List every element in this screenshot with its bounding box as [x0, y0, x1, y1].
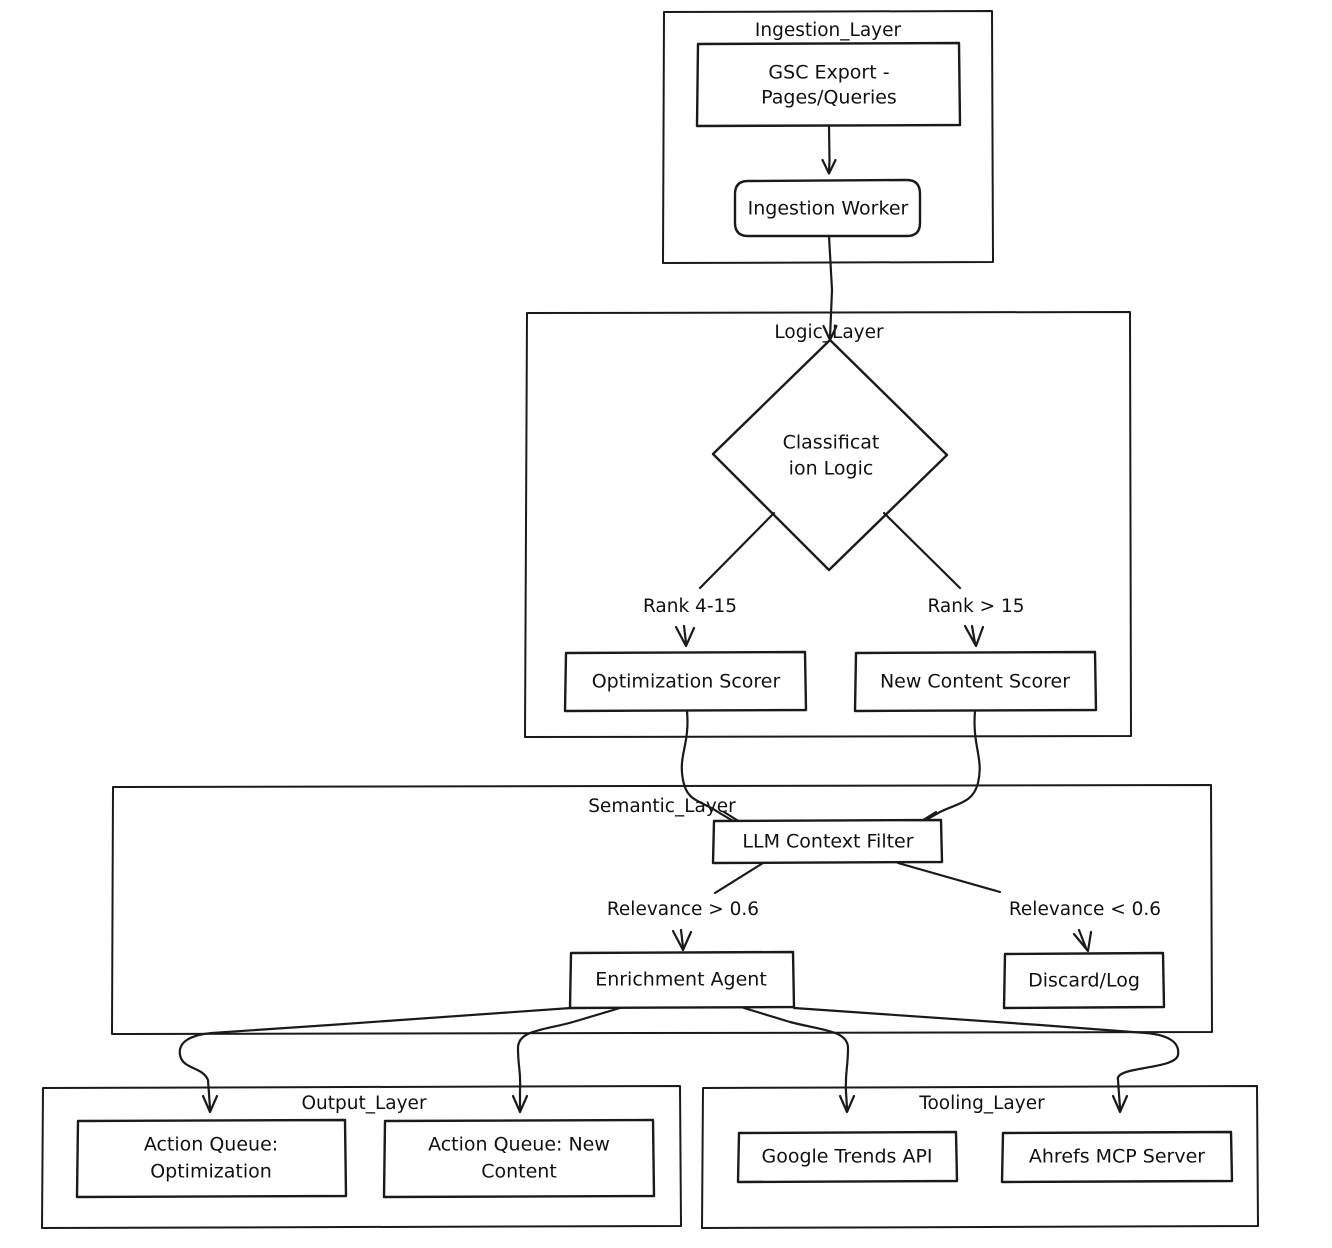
node-classification-logic-diamond[interactable]	[711, 338, 949, 572]
edge-classification-to-newcontent-arrowhead	[963, 624, 985, 648]
node-google-trends-api-label: Google Trends API	[761, 1146, 932, 1168]
node-gsc-export[interactable]: GSC Export - Pages/Queries	[695, 41, 962, 128]
node-ingestion-worker-label: Ingestion Worker	[748, 198, 909, 220]
node-google-trends-api-box[interactable]	[736, 1130, 959, 1184]
cluster-ingestion-label: Ingestion_Layer	[755, 20, 902, 41]
node-ingestion-worker[interactable]: Ingestion Worker	[733, 178, 922, 238]
edge-label-rank-gt-15: Rank > 15	[927, 596, 1024, 617]
edge-enrichment-to-queue-newcontent-arrowhead	[511, 1094, 529, 1114]
node-google-trends-api[interactable]: Google Trends API	[736, 1130, 959, 1184]
edge-llm-to-enrichment-line2	[679, 928, 685, 949]
edge-llm-to-discard-line2	[1077, 928, 1088, 950]
edge-classification-to-optimization: Rank 4-15	[643, 511, 776, 648]
edge-enrichment-to-google-trends	[742, 1006, 856, 1114]
node-action-queue-new-content-box[interactable]	[382, 1118, 656, 1199]
node-classification-logic-label-line2: ion Logic	[789, 458, 874, 480]
node-optimization-scorer-label: Optimization Scorer	[592, 671, 781, 693]
node-gsc-export-box[interactable]	[695, 41, 962, 128]
node-action-queue-optimization[interactable]: Action Queue: Optimization	[75, 1118, 348, 1199]
node-action-queue-optimization-label-line2: Optimization	[150, 1161, 272, 1183]
node-gsc-export-label-line2: Pages/Queries	[761, 87, 897, 109]
node-action-queue-new-content-label-line1: Action Queue: New	[428, 1134, 610, 1156]
edge-classification-to-optimization-arrowhead	[674, 625, 696, 648]
node-classification-logic-label-line1: Classificat	[783, 432, 880, 454]
node-discard-log-box[interactable]	[1002, 951, 1166, 1010]
node-classification-logic[interactable]: Classificat ion Logic	[711, 338, 949, 572]
edge-enrichment-to-queue-optimization-line	[178, 1006, 573, 1110]
node-gsc-export-label-line1: GSC Export -	[768, 62, 889, 84]
edge-enrichment-to-queue-newcontent	[511, 1006, 622, 1114]
edge-classification-to-optimization-line	[698, 511, 776, 590]
edge-gsc-to-worker	[821, 124, 837, 175]
node-discard-log[interactable]: Discard/Log	[1002, 951, 1166, 1010]
edge-gsc-to-worker-line	[827, 124, 831, 174]
edge-enrichment-to-queue-optimization	[178, 1006, 573, 1114]
edge-enrichment-to-ahrefs-arrowhead	[1111, 1094, 1129, 1114]
edge-enrichment-to-queue-newcontent-line	[516, 1006, 622, 1110]
node-llm-context-filter-label: LLM Context Filter	[742, 831, 913, 853]
edge-llm-to-discard-arrowhead	[1072, 930, 1093, 953]
cluster-tooling-layer: Tooling_Layer	[701, 1085, 1259, 1229]
edge-worker-to-classification-line	[827, 234, 834, 340]
edge-label-relevance-lt: Relevance < 0.6	[1009, 899, 1161, 920]
node-llm-context-filter[interactable]: LLM Context Filter	[711, 818, 944, 865]
edge-enrichment-to-queue-optimization-arrowhead	[201, 1094, 219, 1114]
node-optimization-scorer[interactable]: Optimization Scorer	[563, 650, 808, 713]
edge-enrichment-to-ahrefs	[792, 1006, 1180, 1114]
node-enrichment-agent-label: Enrichment Agent	[595, 969, 767, 991]
edge-enrichment-to-google-trends-arrowhead	[838, 1094, 856, 1114]
node-ahrefs-mcp-server[interactable]: Ahrefs MCP Server	[1000, 1130, 1234, 1184]
edge-llm-to-discard-line	[896, 861, 1002, 894]
edge-classification-to-newcontent-line	[882, 511, 962, 590]
edge-enrichment-to-google-trends-line	[742, 1006, 850, 1110]
node-action-queue-new-content-label-line2: Content	[481, 1161, 557, 1183]
node-ahrefs-mcp-server-box[interactable]	[1000, 1130, 1234, 1184]
edge-llm-to-discard: Relevance < 0.6	[896, 861, 1161, 953]
node-new-content-scorer-box[interactable]	[853, 650, 1098, 713]
node-discard-log-label: Discard/Log	[1028, 970, 1140, 992]
cluster-tooling-label: Tooling_Layer	[918, 1093, 1045, 1114]
edge-llm-to-enrichment: Relevance > 0.6	[607, 861, 765, 952]
node-new-content-scorer[interactable]: New Content Scorer	[853, 650, 1098, 713]
edge-classification-to-newcontent: Rank > 15	[882, 511, 1025, 648]
node-new-content-scorer-label: New Content Scorer	[880, 671, 1070, 693]
edge-enrichment-to-ahrefs-line	[792, 1006, 1180, 1110]
node-action-queue-new-content[interactable]: Action Queue: New Content	[382, 1118, 656, 1199]
node-llm-context-filter-box[interactable]	[711, 818, 944, 865]
node-action-queue-optimization-label-line1: Action Queue:	[144, 1134, 278, 1156]
cluster-semantic-label: Semantic_Layer	[588, 796, 736, 817]
edge-gsc-to-worker-arrowhead	[821, 158, 837, 175]
cluster-tooling-box	[701, 1085, 1259, 1229]
node-optimization-scorer-box[interactable]	[563, 650, 808, 713]
edge-classification-to-newcontent-line2	[970, 624, 977, 645]
node-ahrefs-mcp-server-label: Ahrefs MCP Server	[1029, 1146, 1205, 1168]
edge-llm-to-enrichment-arrowhead	[671, 929, 693, 952]
edge-label-rank-4-15: Rank 4-15	[643, 596, 737, 617]
edge-classification-to-optimization-line2	[682, 624, 688, 645]
node-enrichment-agent[interactable]: Enrichment Agent	[568, 950, 796, 1010]
cluster-output-label: Output_Layer	[301, 1093, 426, 1114]
node-action-queue-optimization-box[interactable]	[75, 1118, 348, 1199]
node-ingestion-worker-box[interactable]	[733, 178, 922, 238]
edge-label-relevance-gt: Relevance > 0.6	[607, 899, 759, 920]
edge-llm-to-enrichment-line	[713, 861, 765, 895]
